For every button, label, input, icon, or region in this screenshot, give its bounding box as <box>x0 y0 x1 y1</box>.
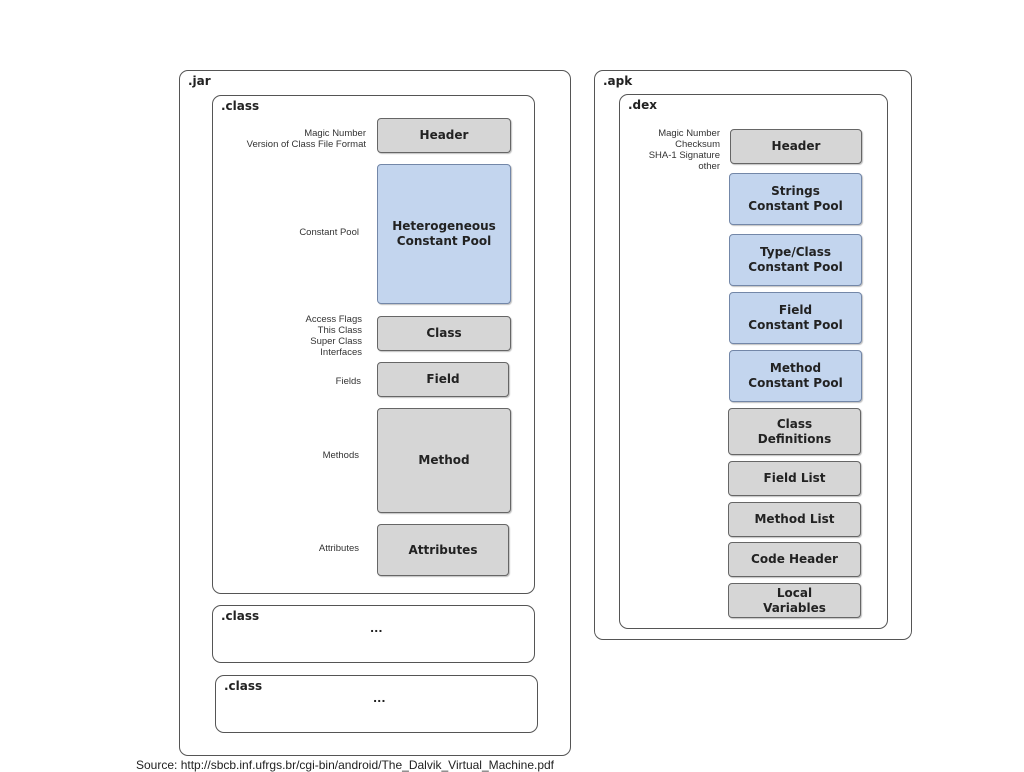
class-box: Class <box>377 316 511 351</box>
field-constant-pool-box: Field Constant Pool <box>729 292 862 344</box>
code-header-box: Code Header <box>728 542 861 577</box>
method-constant-pool-box: Method Constant Pool <box>729 350 862 402</box>
attributes-label: Attributes <box>318 543 359 554</box>
dex-header-box: Header <box>730 129 862 164</box>
class-title-3: .class <box>224 679 263 693</box>
constant-pool-label: Constant Pool <box>299 227 359 238</box>
header-fields-label: Magic Number Version of Class File Forma… <box>246 128 366 150</box>
class-title-2: .class <box>221 609 260 623</box>
jar-container: .jar .class Magic Number Version of Clas… <box>179 70 571 756</box>
methods-label: Methods <box>322 450 359 461</box>
method-list-box: Method List <box>728 502 861 537</box>
source-caption: Source: http://sbcb.inf.ufrgs.br/cgi-bin… <box>136 758 555 772</box>
class-2-ellipsis: ... <box>370 622 383 635</box>
class-container-main: .class Magic Number Version of Class Fil… <box>212 95 535 594</box>
type-class-constant-pool-box: Type/Class Constant Pool <box>729 234 862 286</box>
heterogeneous-constant-pool-box: Heterogeneous Constant Pool <box>377 164 511 304</box>
apk-container: .apk .dex Magic Number Checksum SHA-1 Si… <box>594 70 912 640</box>
class-3-ellipsis: ... <box>373 692 386 705</box>
dex-header-fields-label: Magic Number Checksum SHA-1 Signature ot… <box>648 128 720 172</box>
fields-label: Fields <box>335 376 361 387</box>
dex-container: .dex Magic Number Checksum SHA-1 Signatu… <box>619 94 888 629</box>
apk-title: .apk <box>603 74 633 88</box>
class-title-main: .class <box>221 99 260 113</box>
method-box: Method <box>377 408 511 513</box>
field-list-box: Field List <box>728 461 861 496</box>
field-box: Field <box>377 362 509 397</box>
attributes-box: Attributes <box>377 524 509 576</box>
class-container-2: .class ... <box>212 605 535 663</box>
local-variables-box: Local Variables <box>728 583 861 618</box>
strings-constant-pool-box: Strings Constant Pool <box>729 173 862 225</box>
class-header-box: Header <box>377 118 511 153</box>
class-container-3: .class ... <box>215 675 538 733</box>
jar-title: .jar <box>188 74 211 88</box>
class-fields-label: Access Flags This Class Super Class Inte… <box>305 314 363 358</box>
class-definitions-box: Class Definitions <box>728 408 861 455</box>
dex-title: .dex <box>628 98 658 112</box>
